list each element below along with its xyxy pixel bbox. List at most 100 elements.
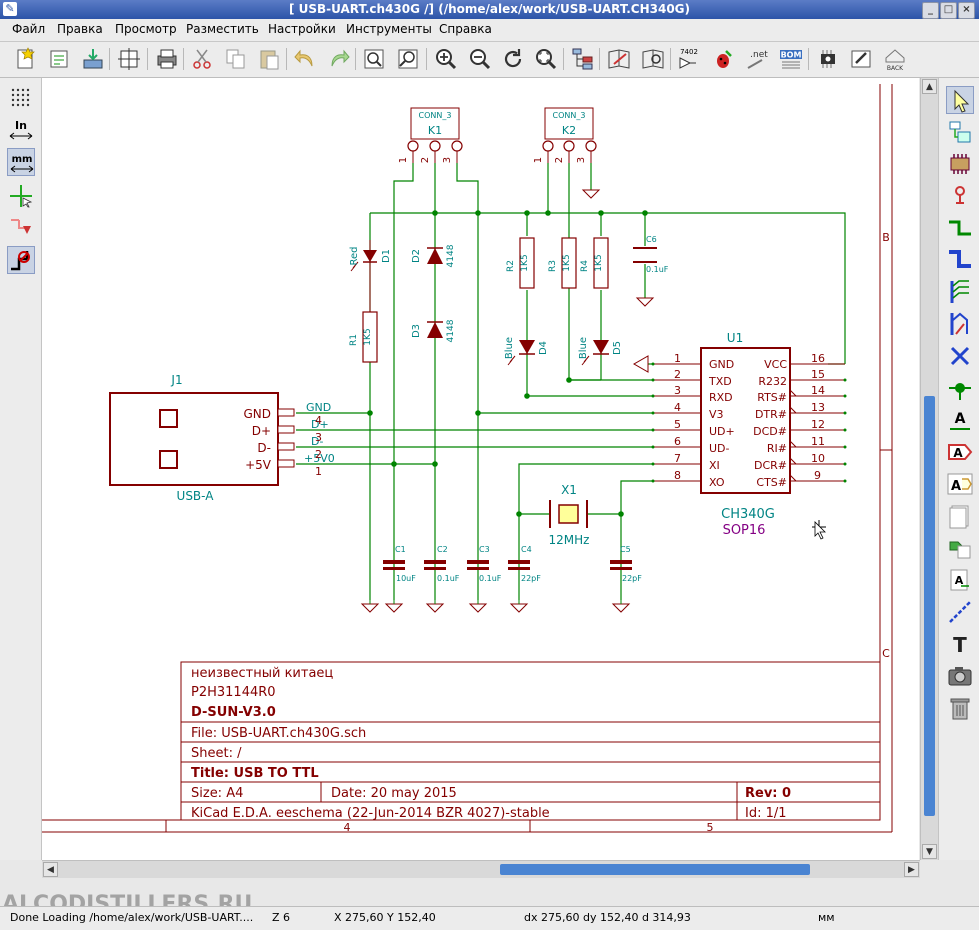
resistor-r4[interactable]: 1K5 R4 <box>580 237 609 289</box>
scroll-up-icon[interactable]: ▲ <box>922 79 937 94</box>
zoom-in-icon[interactable] <box>433 46 459 72</box>
netlist-icon[interactable]: .net <box>744 46 770 72</box>
open-schematic-icon[interactable] <box>46 46 72 72</box>
hierarchy-navigator-icon[interactable] <box>570 46 596 72</box>
place-bus-icon[interactable] <box>946 246 974 274</box>
menu-help[interactable]: Справка <box>439 22 492 36</box>
svg-text:8: 8 <box>674 469 681 482</box>
maximize-button[interactable]: □ <box>940 2 957 19</box>
menu-place[interactable]: Разместить <box>186 22 259 36</box>
units-inch-button[interactable]: In <box>7 116 35 144</box>
led-d1[interactable]: Red D1 <box>349 240 392 312</box>
import-sheet-pin-icon[interactable] <box>946 534 974 562</box>
connector-j1[interactable]: J1 USB-A GND D+ D- +5V GND D+ D- +5V0 4 … <box>109 373 335 503</box>
redraw-icon[interactable] <box>500 46 526 72</box>
crystal-x1[interactable]: X1 12MHz <box>549 483 590 547</box>
scroll-right-icon[interactable]: ▶ <box>904 862 919 877</box>
menu-tools[interactable]: Инструменты <box>346 22 432 36</box>
svg-text:R1: R1 <box>349 334 359 346</box>
capacitor-c6[interactable]: C6 0.1uF <box>633 235 669 274</box>
minimize-button[interactable]: _ <box>922 2 939 19</box>
resistor-r3[interactable]: 1K5 R3 <box>548 237 577 289</box>
graphic-text-icon[interactable]: T <box>946 630 974 658</box>
no-connect-icon[interactable] <box>946 342 974 370</box>
net-label-icon[interactable]: A <box>946 406 974 434</box>
schematic-canvas[interactable]: B C 4 5 неизвестный китаец P2H31144R0 D-… <box>42 78 919 860</box>
menu-preferences[interactable]: Настройки <box>268 22 336 36</box>
scroll-left-icon[interactable]: ◀ <box>43 862 58 877</box>
paste-icon[interactable] <box>256 46 282 72</box>
delete-item-icon[interactable] <box>946 694 974 722</box>
bom-icon[interactable]: BOM <box>778 46 804 72</box>
svg-text:D5: D5 <box>612 341 623 355</box>
horizontal-scrollbar[interactable]: ◀ ▶ <box>42 860 920 878</box>
copy-icon[interactable] <box>223 46 249 72</box>
find-replace-icon[interactable] <box>395 46 421 72</box>
resistor-r2[interactable]: 1K5 R2 <box>506 237 535 289</box>
erc-icon[interactable] <box>710 46 736 72</box>
zoom-out-icon[interactable] <box>467 46 493 72</box>
units-mm-button[interactable]: mm <box>7 148 35 176</box>
connector-k1[interactable]: CONN_3 K1 1 2 3 <box>398 107 463 163</box>
window-titlebar[interactable]: ✎ [ USB-UART.ch430G /] (/home/alex/work/… <box>0 0 979 19</box>
ic-u1[interactable]: U1 CH340G SOP16 1 2 3 4 5 6 7 <box>651 331 847 538</box>
page-settings-icon[interactable] <box>116 46 142 72</box>
place-power-icon[interactable] <box>946 182 974 210</box>
place-wire-icon[interactable] <box>946 214 974 242</box>
led-d5[interactable]: Blue D5 <box>578 337 623 366</box>
cvpcb-icon[interactable] <box>815 46 841 72</box>
junction-icon[interactable] <box>946 374 974 402</box>
save-icon[interactable] <box>80 46 106 72</box>
cut-icon[interactable] <box>189 46 215 72</box>
capacitor-c5[interactable]: C5 22pF <box>610 545 642 583</box>
menu-view[interactable]: Просмотр <box>115 22 177 36</box>
diode-d2[interactable]: D2 4148 <box>411 244 456 267</box>
svg-text:15: 15 <box>811 368 825 381</box>
back-icon[interactable]: BACK <box>882 46 908 72</box>
library-browser-icon[interactable] <box>640 46 666 72</box>
horizontal-scroll-thumb[interactable] <box>500 864 810 875</box>
diode-d3[interactable]: D3 4148 <box>411 319 456 342</box>
menu-file[interactable]: Файл <box>12 22 46 36</box>
vertical-scrollbar[interactable]: ▲ ▼ <box>920 78 938 860</box>
svg-text:RTS#: RTS# <box>757 391 787 404</box>
hierarchy-navigate-icon[interactable] <box>946 118 974 146</box>
cursor-shape-icon[interactable] <box>7 182 35 210</box>
bus-wire-entry-icon[interactable] <box>946 278 974 306</box>
hierarchical-label-icon[interactable]: A <box>946 470 974 498</box>
capacitor-c1[interactable]: C1 10uF <box>383 545 416 583</box>
menu-edit[interactable]: Правка <box>57 22 103 36</box>
wire-angle-icon[interactable] <box>7 246 35 274</box>
graphic-line-icon[interactable] <box>946 598 974 626</box>
close-button[interactable]: × <box>958 2 975 19</box>
capacitor-c2[interactable]: C2 0.1uF <box>424 545 460 583</box>
global-label-icon[interactable]: A <box>946 438 974 466</box>
new-schematic-icon[interactable] <box>12 46 38 72</box>
add-image-icon[interactable] <box>946 662 974 690</box>
pcbnew-icon[interactable] <box>848 46 874 72</box>
led-d4[interactable]: Blue D4 <box>504 337 549 366</box>
library-editor-icon[interactable] <box>606 46 632 72</box>
find-icon[interactable] <box>361 46 387 72</box>
gnd-symbol-u1 <box>632 355 649 373</box>
print-icon[interactable] <box>154 46 180 72</box>
connector-k2[interactable]: CONN_3 K2 1 2 3 <box>533 107 597 163</box>
redo-icon[interactable] <box>326 46 352 72</box>
vertical-scroll-thumb[interactable] <box>924 396 935 816</box>
bus-bus-entry-icon[interactable] <box>946 310 974 338</box>
svg-text:C5: C5 <box>620 545 631 554</box>
svg-text:K2: K2 <box>562 124 576 137</box>
hidden-pins-icon[interactable] <box>7 214 35 242</box>
select-tool-icon[interactable] <box>946 86 974 114</box>
hierarchical-sheet-icon[interactable] <box>946 502 974 530</box>
place-component-icon[interactable] <box>946 150 974 178</box>
undo-icon[interactable] <box>292 46 318 72</box>
scroll-down-icon[interactable]: ▼ <box>922 844 937 859</box>
capacitor-c3[interactable]: C3 0.1uF <box>467 545 502 583</box>
grid-toggle-icon[interactable] <box>7 84 35 112</box>
resistor-r1[interactable]: 1K5 R1 <box>349 311 378 363</box>
zoom-fit-icon[interactable] <box>533 46 559 72</box>
add-sheet-pin-icon[interactable]: A <box>946 566 974 594</box>
annotate-icon[interactable]: 7402 <box>676 46 702 72</box>
capacitor-c4[interactable]: C4 22pF <box>508 545 541 583</box>
